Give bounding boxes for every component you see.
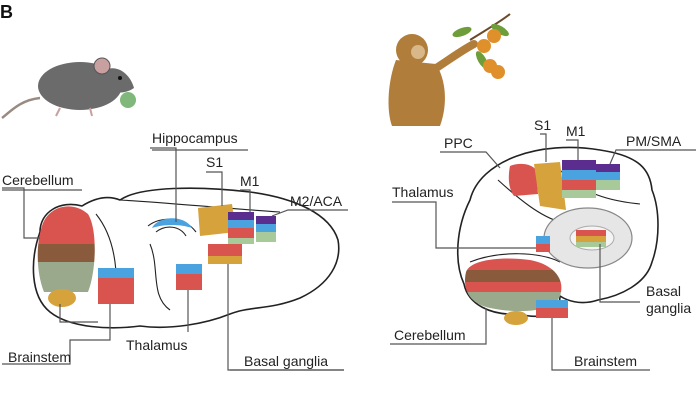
mouse-brainstem-label: Brainstem (8, 349, 71, 365)
monkey-face (411, 45, 425, 59)
monkey-basal-ganglia-line1: Basal (646, 283, 681, 299)
monkey-ppc-label: PPC (444, 135, 473, 151)
leaf-2 (491, 23, 509, 37)
fruit-1 (477, 39, 491, 53)
monkey-brainstem-region (536, 300, 568, 318)
mouse-cerebellum-region (37, 206, 95, 292)
monkey-ppc-region (508, 163, 538, 196)
monkey-brainstem-leader (551, 318, 650, 371)
mouse-brain: Hippocampus S1 M1 M2/ACA Cerebellum Brai… (2, 130, 348, 371)
mouse-m2-aca-label: M2/ACA (290, 193, 343, 209)
mouse-m1-leader (240, 189, 251, 212)
monkey-thalamus-label: Thalamus (392, 184, 453, 200)
mouse-brainstem-leader (2, 304, 111, 365)
monkey-cerebellum-label: Cerebellum (394, 327, 466, 343)
mouse-s1-leader (206, 171, 223, 206)
mouse-cortex-line (119, 199, 281, 213)
monkey-sulcus-3 (469, 253, 561, 263)
mouse-deep-nuclei-region (48, 289, 76, 307)
monkey-basal-ganglia-line2: ganglia (646, 300, 691, 316)
mouse-tail (1, 96, 41, 119)
mouse-hippocampus-inner (155, 226, 187, 237)
monkey-thalamus-region (536, 236, 550, 252)
mouse-brainstem-region (98, 268, 134, 304)
mouse-thalamus-label: Thalamus (126, 337, 187, 353)
monkey-m1-leader (566, 139, 579, 160)
mouse-brain-outline (32, 187, 340, 329)
monkey-cerebellum-leader (390, 308, 487, 345)
mouse-s1-region (198, 204, 236, 236)
monkey-basal-ganglia-leader (599, 244, 640, 303)
monkey-ppc-leader (440, 151, 501, 169)
monkey-pm-sma-label: PM/SMA (626, 133, 682, 149)
leaf-1 (452, 26, 472, 38)
monkey-s1-leader (540, 133, 547, 162)
monkey-s1-label: S1 (534, 117, 551, 133)
mouse-basal-ganglia-label: Basal ganglia (244, 353, 328, 369)
fruit-2 (487, 29, 501, 43)
mouse-food-pellet (120, 92, 136, 108)
mouse-feet (55, 107, 93, 117)
monkey-basal-ganglia-region (576, 230, 606, 247)
fruit-4 (491, 65, 505, 79)
monkey-body (388, 60, 445, 126)
mouse-cerebellum-leader (2, 187, 40, 239)
mouse-eye (118, 76, 122, 80)
mouse-head (104, 68, 134, 93)
mouse-midbrain-line (149, 243, 171, 311)
monkey-brain-outline (456, 146, 659, 318)
monkey-pm-sma-region (596, 164, 620, 190)
mouse-m2-aca-leader (271, 209, 348, 217)
monkey-m1-label: M1 (566, 123, 586, 139)
mouse-ear (93, 57, 111, 75)
monkey-pm-sma-leader (609, 149, 696, 165)
monkey-s1-region (534, 162, 566, 210)
monkey-deep-nuclei-region (504, 311, 528, 325)
monkey-brainstem-label: Brainstem (574, 353, 637, 369)
mouse-m1-region (228, 212, 254, 244)
monkey-m1-region (562, 160, 596, 198)
mouse-s1-label: S1 (206, 154, 223, 170)
mouse-deep-nuclei-leader (59, 304, 98, 323)
mouse-cerebellum-label: Cerebellum (2, 172, 74, 188)
panel-label: B (0, 2, 13, 22)
mouse-m2-aca-region (256, 216, 276, 242)
mouse-hippocampus-leader (150, 147, 177, 222)
mouse-thalamus-region (176, 264, 202, 290)
mouse-hippocampus-region (152, 218, 192, 228)
monkey-brain: PPC S1 M1 PM/SMA Thalamus Basal ganglia … (390, 117, 696, 371)
monkey-thalamus-leader (392, 201, 536, 249)
mouse-hippocampus-label: Hippocampus (152, 130, 238, 146)
mouse-m1-label: M1 (240, 173, 260, 189)
mouse-basal-ganglia-region (208, 244, 242, 264)
mouse-illustration (1, 57, 136, 119)
monkey-arm (426, 40, 478, 76)
monkey-illustration (388, 13, 511, 126)
monkey-basal-ganglia-label: Basal ganglia (646, 283, 691, 316)
